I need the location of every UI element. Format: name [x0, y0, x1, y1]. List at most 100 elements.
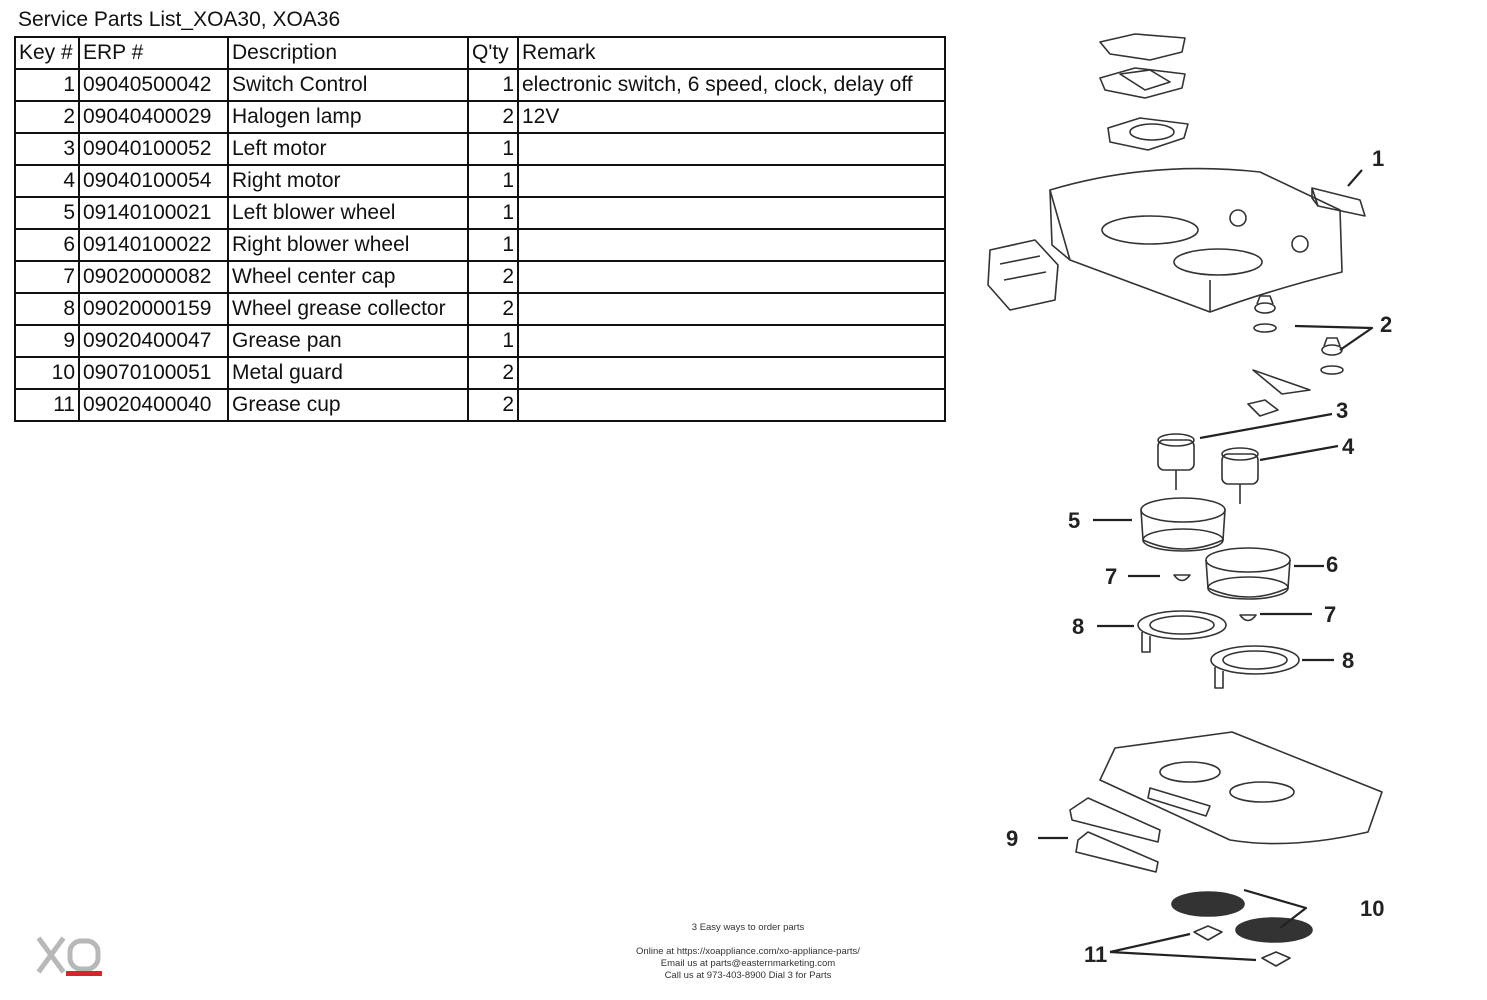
cell-key: 9 [14, 324, 80, 358]
cell-key: 10 [14, 356, 80, 390]
callout-7a: 7 [1105, 564, 1117, 589]
callout-8b: 8 [1342, 648, 1354, 673]
cell-qty: 1 [467, 68, 519, 102]
cell-remark: electronic switch, 6 speed, clock, delay… [517, 68, 946, 102]
leader-lines [1038, 169, 1374, 962]
cell-remark [517, 324, 946, 358]
parts-table: Key # ERP # Description Q'ty Remark 1 09… [14, 36, 946, 422]
cell-key: 7 [14, 260, 80, 294]
cell-description: Right motor [227, 164, 469, 198]
cell-description: Grease pan [227, 324, 469, 358]
cell-qty: 2 [467, 260, 519, 294]
cell-qty: 2 [467, 292, 519, 326]
cell-qty: 1 [467, 228, 519, 262]
blower-wheel-parts [1140, 497, 1291, 600]
cell-erp: 09040500042 [78, 68, 229, 102]
cell-description: Metal guard [227, 356, 469, 390]
cell-qty: 1 [467, 324, 519, 358]
cell-description: Switch Control [227, 68, 469, 102]
cell-erp: 09040100054 [78, 164, 229, 198]
cell-key: 6 [14, 228, 80, 262]
callout-2: 2 [1380, 312, 1392, 337]
motor-parts [1157, 433, 1259, 504]
table-row: 3 09040100052 Left motor 1 [14, 132, 946, 166]
cell-qty: 1 [467, 132, 519, 166]
cell-key: 11 [14, 388, 80, 422]
cell-description: Wheel grease collector [227, 292, 469, 326]
cell-remark [517, 292, 946, 326]
switch-control-part [1311, 187, 1366, 217]
cell-qty: 2 [467, 100, 519, 134]
order-info: 3 Easy ways to order parts Online at htt… [590, 922, 906, 982]
order-online-link[interactable]: Online at https://xoappliance.com/xo-app… [636, 946, 860, 957]
callout-11: 11 [1084, 942, 1107, 967]
cell-erp: 09020400040 [78, 388, 229, 422]
cell-erp: 09140100021 [78, 196, 229, 230]
table-row: 8 09020000159 Wheel grease collector 2 [14, 292, 946, 326]
header-key: Key # [14, 36, 80, 70]
callout-3: 3 [1336, 398, 1348, 423]
cell-erp: 09070100051 [78, 356, 229, 390]
center-cap-parts [1173, 574, 1257, 622]
callout-7b: 7 [1324, 602, 1336, 627]
cell-remark: 12V [517, 100, 946, 134]
callout-8a: 8 [1072, 614, 1084, 639]
header-description: Description [227, 36, 469, 70]
cell-remark [517, 164, 946, 198]
cell-remark [517, 228, 946, 262]
cell-description: Left blower wheel [227, 196, 469, 230]
cell-remark [517, 356, 946, 390]
logo-letters [36, 936, 101, 974]
callout-5: 5 [1068, 508, 1080, 533]
cell-key: 4 [14, 164, 80, 198]
table-row: 1 09040500042 Switch Control 1 electroni… [14, 68, 946, 102]
table-row: 6 09140100022 Right blower wheel 1 [14, 228, 946, 262]
table-row: 7 09020000082 Wheel center cap 2 [14, 260, 946, 294]
table-row: 4 09040100054 Right motor 1 [14, 164, 946, 198]
cell-qty: 1 [467, 196, 519, 230]
cell-erp: 09040100052 [78, 132, 229, 166]
halogen-lamp-parts [1247, 295, 1344, 417]
header-qty: Q'ty [467, 36, 519, 70]
grease-collector-parts [1137, 610, 1300, 689]
cell-description: Right blower wheel [227, 228, 469, 262]
grease-cup-parts [1193, 925, 1291, 967]
order-phone: Call us at 973-403-8900 Dial 3 for Parts [664, 970, 832, 981]
cell-remark [517, 132, 946, 166]
cell-erp: 09020000082 [78, 260, 229, 294]
bottom-panel [1099, 731, 1383, 845]
top-filter-plates [1099, 33, 1189, 151]
cell-description: Wheel center cap [227, 260, 469, 294]
cell-key: 8 [14, 292, 80, 326]
order-email-link[interactable]: Email us at parts@easternmarketing.com [660, 958, 836, 969]
table-row: 2 09040400029 Halogen lamp 2 12V [14, 100, 946, 134]
callout-numbers: 1 2 3 4 5 6 7 7 8 8 9 10 11 [1006, 146, 1392, 967]
cell-remark [517, 260, 946, 294]
table-row: 9 09020400047 Grease pan 1 [14, 324, 946, 358]
header-remark: Remark [517, 36, 946, 70]
cell-remark [517, 196, 946, 230]
callout-9: 9 [1006, 826, 1018, 851]
table-row: 11 09020400040 Grease cup 2 [14, 388, 946, 422]
cell-qty: 1 [467, 164, 519, 198]
exploded-parts-diagram: 1 2 3 4 5 6 7 7 8 8 9 10 11 [987, 33, 1392, 967]
cell-erp: 09020400047 [78, 324, 229, 358]
callout-6: 6 [1326, 552, 1338, 577]
xo-logo: XO [36, 936, 102, 976]
cell-remark [517, 388, 946, 422]
callout-4: 4 [1342, 434, 1355, 459]
cell-qty: 2 [467, 356, 519, 390]
table-row: 10 09070100051 Metal guard 2 [14, 356, 946, 390]
metal-guard-parts [1171, 891, 1313, 943]
grease-pan-part [1069, 797, 1161, 873]
document-title: Service Parts List_XOA30, XOA36 [18, 8, 341, 31]
callout-1: 1 [1372, 146, 1384, 171]
callout-10: 10 [1360, 896, 1384, 921]
cell-description: Halogen lamp [227, 100, 469, 134]
cell-erp: 09140100022 [78, 228, 229, 262]
cell-qty: 2 [467, 388, 519, 422]
cell-key: 3 [14, 132, 80, 166]
cell-erp: 09040400029 [78, 100, 229, 134]
hood-body [1049, 167, 1343, 313]
table-row: 5 09140100021 Left blower wheel 1 [14, 196, 946, 230]
